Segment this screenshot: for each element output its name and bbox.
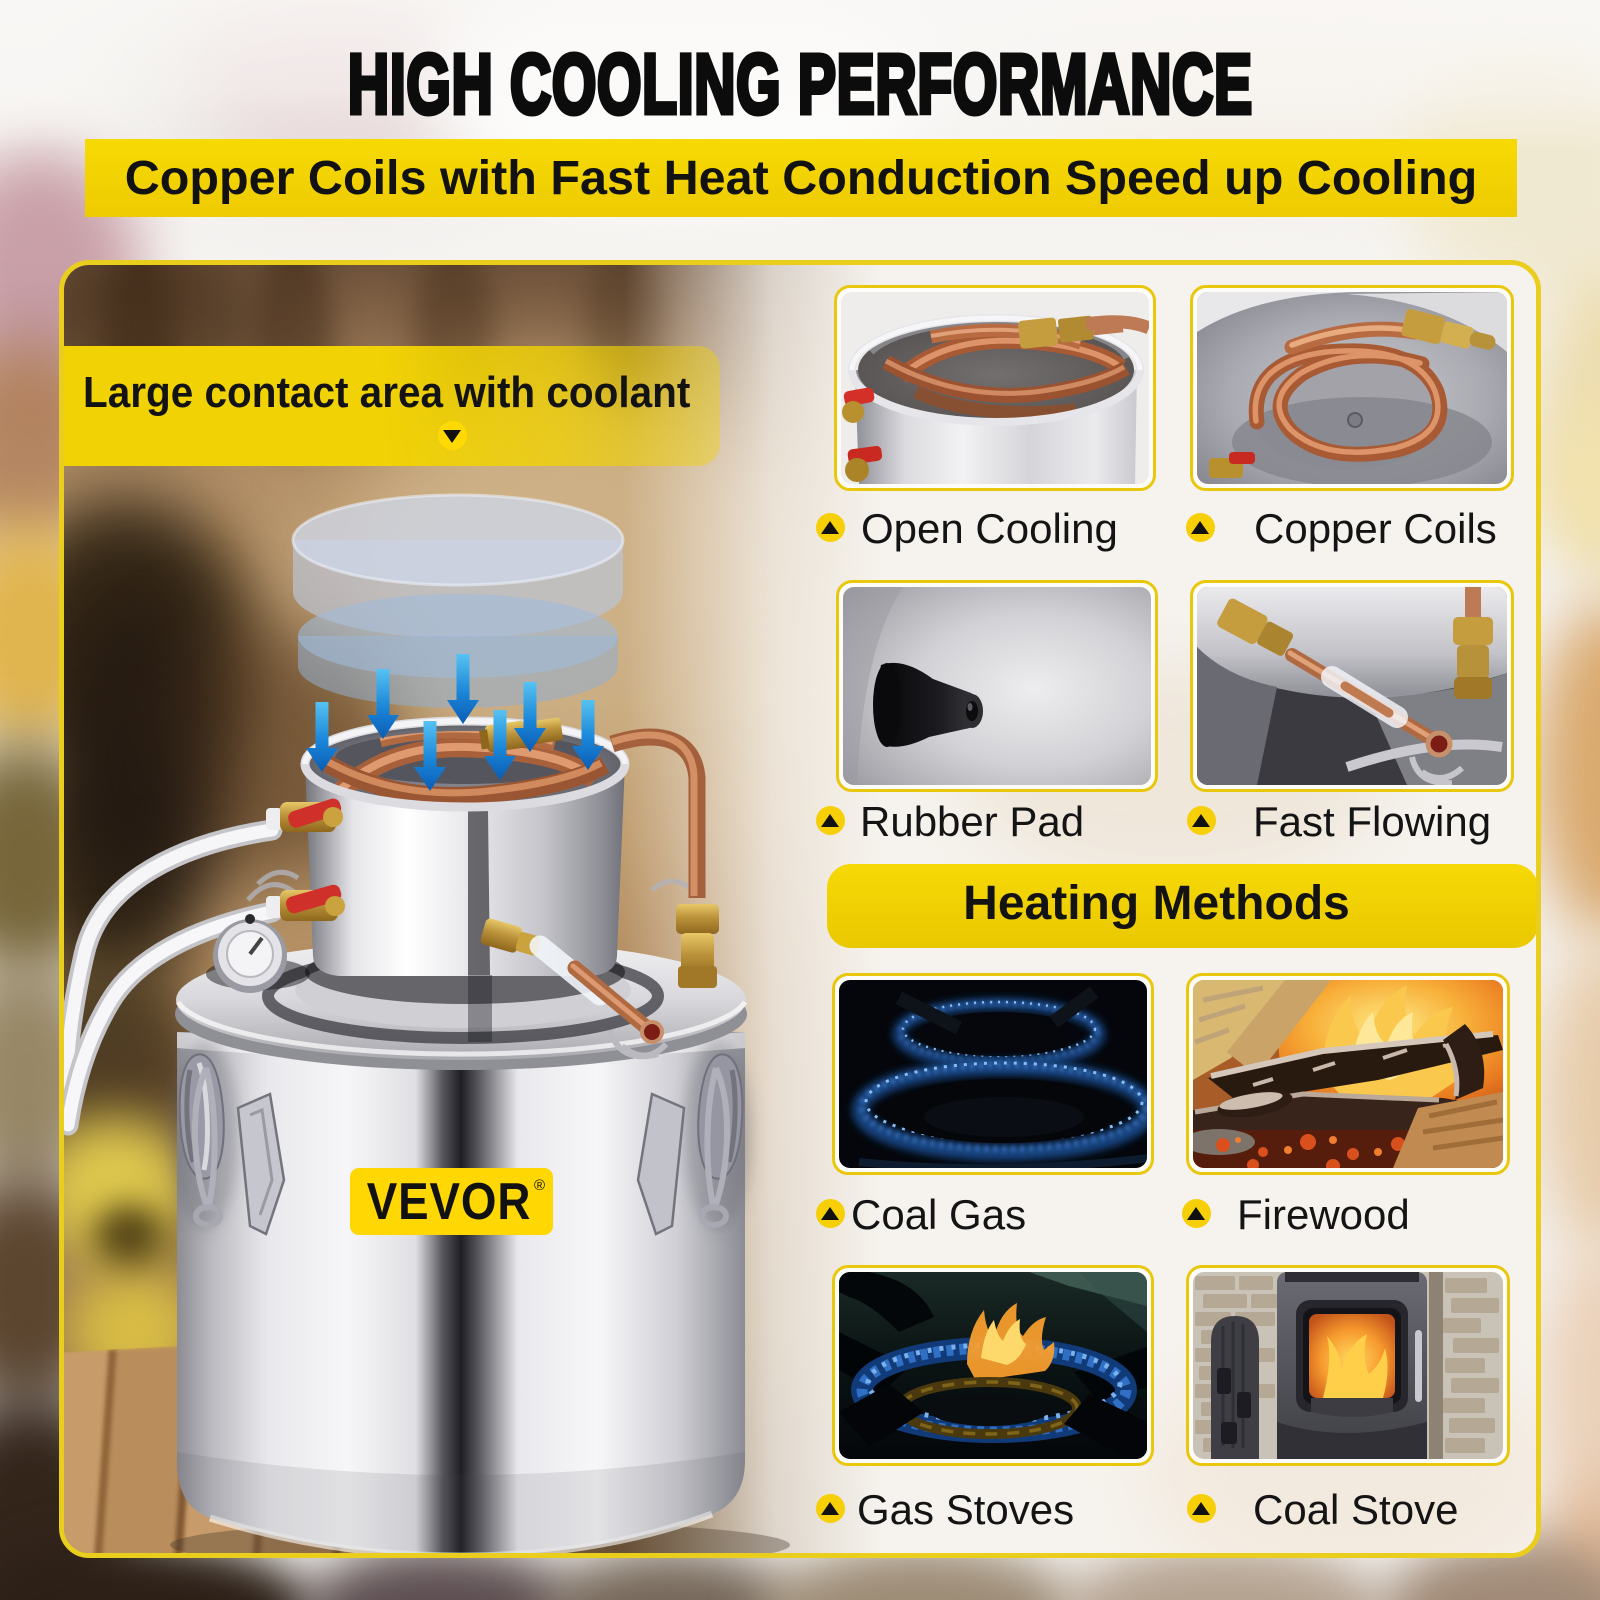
svg-text:®: ® (534, 1177, 545, 1194)
svg-text:VEVOR: VEVOR (367, 1173, 532, 1230)
